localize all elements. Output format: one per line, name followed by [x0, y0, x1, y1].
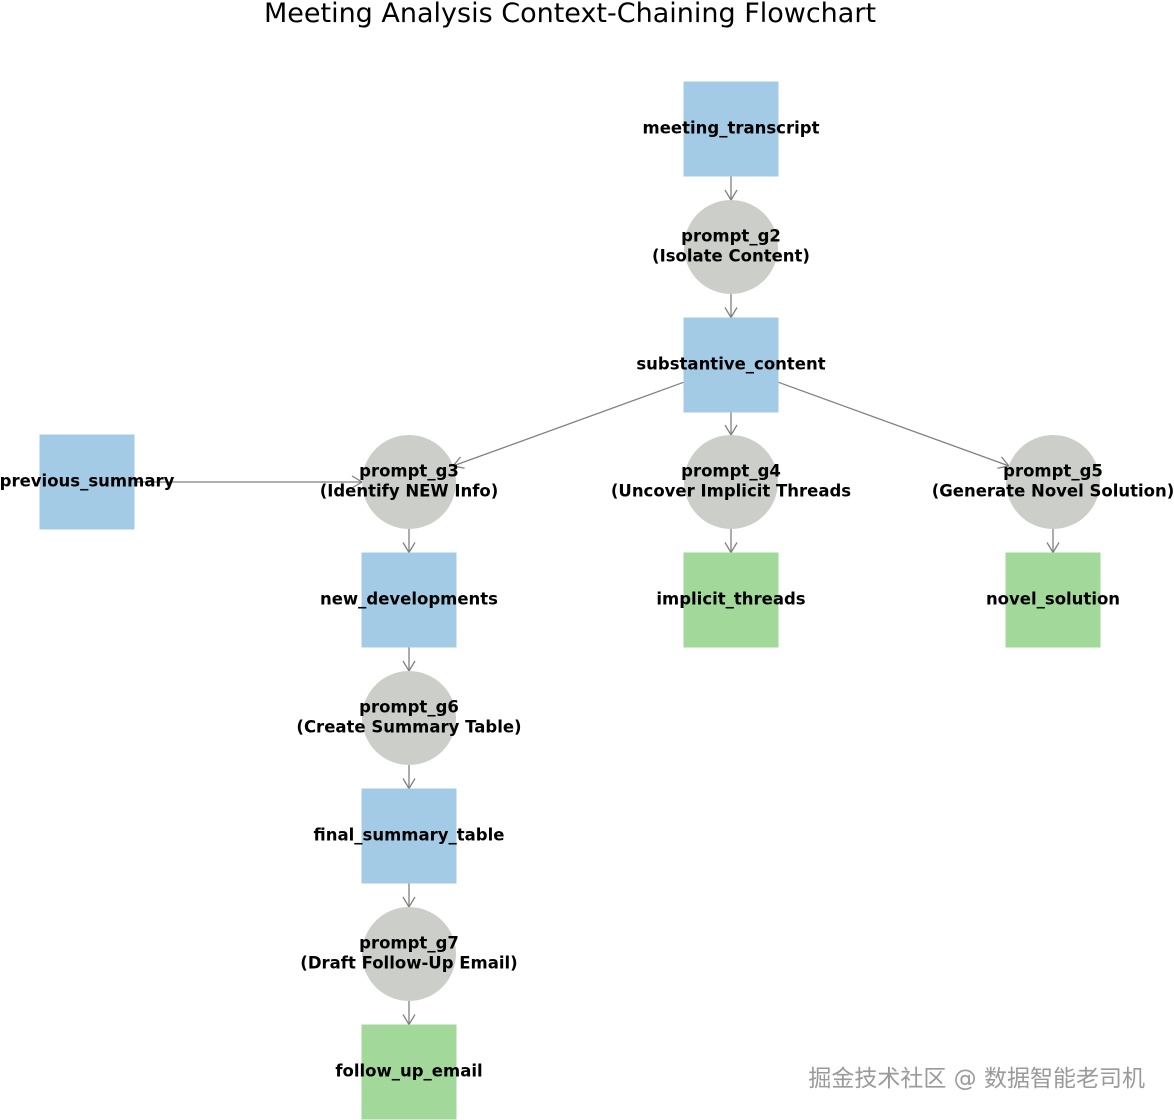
edge-prompt_g3-to-new_developments — [402, 529, 416, 554]
diagram-title: Meeting Analysis Context-Chaining Flowch… — [264, 0, 876, 29]
node-prompt_g3 — [362, 435, 456, 529]
node-label-line: final_summary_table — [314, 826, 505, 845]
arrowhead-icon — [452, 456, 465, 469]
node-label-substantive_content: substantive_content — [636, 355, 825, 374]
node-label-prompt_g7: prompt_g7(Draft Follow-Up Email) — [300, 934, 517, 973]
edge-prompt_g6-to-final_summary_table — [402, 765, 416, 790]
node-prompt_g6 — [362, 671, 456, 765]
node-meeting_transcript — [683, 81, 779, 177]
node-label-implicit_threads: implicit_threads — [656, 590, 805, 609]
node-label-prompt_g6: prompt_g6(Create Summary Table) — [296, 698, 521, 737]
node-label-line: follow_up_email — [335, 1062, 482, 1081]
node-label-prompt_g5: prompt_g5(Generate Novel Solution) — [932, 462, 1174, 501]
node-label-line: implicit_threads — [656, 590, 805, 609]
node-label-novel_solution: novel_solution — [986, 590, 1120, 609]
node-label-line: meeting_transcript — [643, 119, 820, 138]
node-final_summary_table — [361, 788, 457, 884]
node-label-line: (Isolate Content) — [652, 247, 810, 266]
node-follow_up_email — [361, 1024, 457, 1120]
edge-substantive_content-to-prompt_g5 — [778, 381, 1010, 469]
watermark: 掘金技术社区 @ 数据智能老司机 — [808, 1066, 1145, 1092]
node-label-line: (Draft Follow-Up Email) — [300, 954, 517, 973]
node-label-prompt_g2: prompt_g2(Isolate Content) — [652, 227, 810, 266]
node-label-line: prompt_g6 — [359, 698, 459, 717]
node-label-line: prompt_g5 — [1003, 462, 1103, 481]
node-label-line: prompt_g4 — [681, 462, 781, 481]
edge-substantive_content-to-prompt_g4 — [724, 412, 738, 437]
node-label-line: (Create Summary Table) — [296, 718, 521, 737]
node-prompt_g5 — [1006, 435, 1100, 529]
node-prompt_g7 — [362, 907, 456, 1001]
node-label-line: substantive_content — [636, 355, 825, 374]
node-label-line: (Identify NEW Info) — [320, 482, 499, 501]
edge-final_summary_table-to-prompt_g7 — [402, 883, 416, 909]
edge-prompt_g5-to-novel_solution — [1046, 529, 1060, 554]
labels-layer: meeting_transcript prompt_g2(Isolate Cont… — [0, 119, 1174, 1081]
node-label-meeting_transcript: meeting_transcript — [643, 119, 820, 138]
nodes-layer — [39, 81, 1101, 1120]
node-label-line: prompt_g3 — [359, 462, 459, 481]
node-label-line: novel_solution — [986, 590, 1120, 609]
arrowhead-icon — [997, 456, 1010, 469]
node-novel_solution — [1005, 552, 1101, 648]
node-implicit_threads — [683, 552, 779, 648]
node-label-line: (Uncover Implicit Threads — [611, 482, 851, 501]
node-label-previous_summary: previous_summary — [0, 472, 175, 491]
node-label-new_developments: new_developments — [320, 590, 498, 609]
edge-line — [452, 381, 684, 467]
node-prompt_g2 — [684, 200, 778, 294]
node-label-follow_up_email: follow_up_email — [335, 1062, 482, 1081]
node-label-line: previous_summary — [0, 472, 175, 491]
node-label-line: prompt_g7 — [359, 934, 459, 953]
node-substantive_content — [683, 317, 779, 413]
node-previous_summary — [39, 434, 135, 530]
node-new_developments — [361, 552, 457, 648]
edge-meeting_transcript-to-prompt_g2 — [724, 176, 738, 202]
edges-layer — [134, 176, 1060, 1026]
edge-substantive_content-to-prompt_g3 — [452, 381, 684, 469]
node-label-line: (Generate Novel Solution) — [932, 482, 1174, 501]
edge-new_developments-to-prompt_g6 — [402, 647, 416, 673]
edge-prompt_g2-to-substantive_content — [724, 294, 738, 319]
edge-line — [778, 381, 1010, 467]
edge-prompt_g4-to-implicit_threads — [724, 529, 738, 554]
node-label-line: new_developments — [320, 590, 498, 609]
edge-prompt_g7-to-follow_up_email — [402, 1001, 416, 1026]
node-label-prompt_g3: prompt_g3(Identify NEW Info) — [320, 462, 499, 501]
node-label-prompt_g4: prompt_g4(Uncover Implicit Threads — [611, 462, 851, 501]
node-label-line: prompt_g2 — [681, 227, 781, 246]
node-prompt_g4 — [684, 435, 778, 529]
node-label-final_summary_table: final_summary_table — [314, 826, 505, 845]
